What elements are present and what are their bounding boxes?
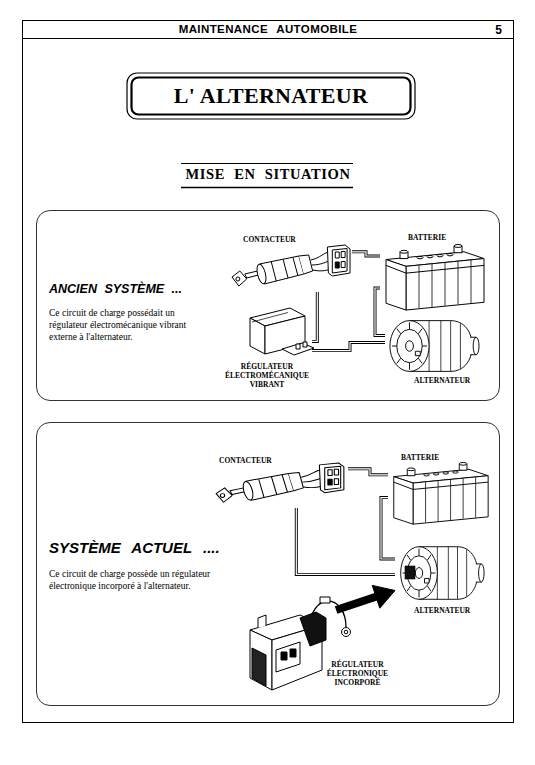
wire-core [312,292,317,341]
component-box: RÉGULATEUR ÉLECTRONIQUE INCORPORÉ [240,610,395,694]
electronic-regulator-drawing [300,612,326,646]
electronic-regulator-drawing [281,652,287,660]
electronic-regulator-drawing [258,615,266,628]
alternator-drawing [405,566,415,579]
wire-core [381,498,395,559]
panel-heading: SYSTÈME ACTUEL .... [49,539,269,556]
component-box: CONTACTEUR [212,452,348,508]
electronic-regulator-drawing [252,648,266,686]
alternator-drawing [390,321,484,600]
panel-heading: ANCIEN SYSTÈME ... [49,282,259,296]
battery-drawing [386,244,484,310]
wire-outline [312,343,385,351]
electronic-regulator-drawing [344,630,348,634]
electromechanical-regulator-drawing [250,318,265,354]
electronic-regulator-drawing [312,601,346,627]
wire-outline [348,469,388,475]
electromechanical-regulator-drawing [252,313,288,323]
battery-drawing [394,462,488,524]
electromechanical-regulator-drawing [296,344,300,349]
electronic-regulator-drawing [342,628,351,637]
component-box: BATTERIE [388,452,492,528]
ignition-switch-drawing [216,245,350,502]
electronic-regulator-drawing [290,649,296,657]
section-rules [181,187,353,188]
page-number: 5 [470,23,502,37]
arrow-head [372,585,395,608]
header-text: MAINTENANCE AUTOMOBILE [22,23,514,35]
ignition-switch-drawing [232,245,350,286]
wire [312,343,385,351]
page-frame [23,21,514,723]
component-label: RÉGULATEUR ÉLECTROMÉCANIQUE VIBRANT [222,362,312,389]
title-frame [127,73,415,119]
component-box: BATTERIE [380,232,488,312]
wire [312,292,317,341]
electronic-regulator-drawing [320,597,330,603]
arrow-shaft [336,596,379,610]
wire-outline [375,288,385,336]
wire [381,498,395,559]
wire [348,469,388,475]
title-frame [127,73,415,119]
wire [352,252,380,256]
wire-outline [381,498,395,559]
wire-outline [352,252,380,256]
electromechanical-regulator-drawing [250,308,314,355]
section-rules [181,163,353,164]
wire-core [375,288,385,336]
component-label: CONTACTEUR [243,235,343,244]
page-frame [22,21,514,723]
component-label: ALTERNATEUR [414,376,481,385]
component-box: ALTERNATEUR [395,545,485,615]
panel-description: Ce circuit de charge possédait un régula… [49,307,199,343]
component-label: ALTERNATEUR [414,606,484,615]
wire-core [352,252,380,256]
wire [375,288,385,336]
component-box: ALTERNATEUR [385,318,481,388]
electromechanical-regulator-drawing [303,342,307,347]
component-label: CONTACTEUR [219,456,319,465]
electronic-regulator-drawing [276,642,300,672]
component-box: CONTACTEUR [228,232,352,292]
component-label: RÉGULATEUR ÉLECTRONIQUE INCORPORÉ [320,660,395,687]
page-frame [22,38,514,39]
section-heading: MISE EN SITUATION [150,166,386,183]
wire-core [312,343,385,351]
wire-outline [296,508,395,574]
ignition-switch-drawing [216,463,344,502]
component-label: BATTERIE [401,453,481,462]
system-panel: SYSTÈME ACTUEL .... Ce circuit de charge … [36,422,500,706]
alternator-drawing [390,321,479,372]
page-title: L' ALTERNATEUR [127,83,415,109]
component-label: BATTERIE [408,233,483,242]
electromechanical-regulator-drawing [282,343,314,355]
panel-description: Ce circuit de charge possède un régulate… [49,568,244,592]
pointer-arrow [336,585,395,610]
wire [296,508,395,574]
alternator-drawing [401,547,484,600]
wire-outline [312,292,317,341]
wire-core [296,508,395,574]
system-panel: ANCIEN SYSTÈME ... Ce circuit de charge p… [36,210,500,401]
component-box: RÉGULATEUR ÉLECTROMÉCANIQUE VIBRANT [222,300,312,392]
battery-drawing [386,244,488,524]
electronic-regulator-drawing [250,630,272,690]
wire-core [348,469,388,475]
